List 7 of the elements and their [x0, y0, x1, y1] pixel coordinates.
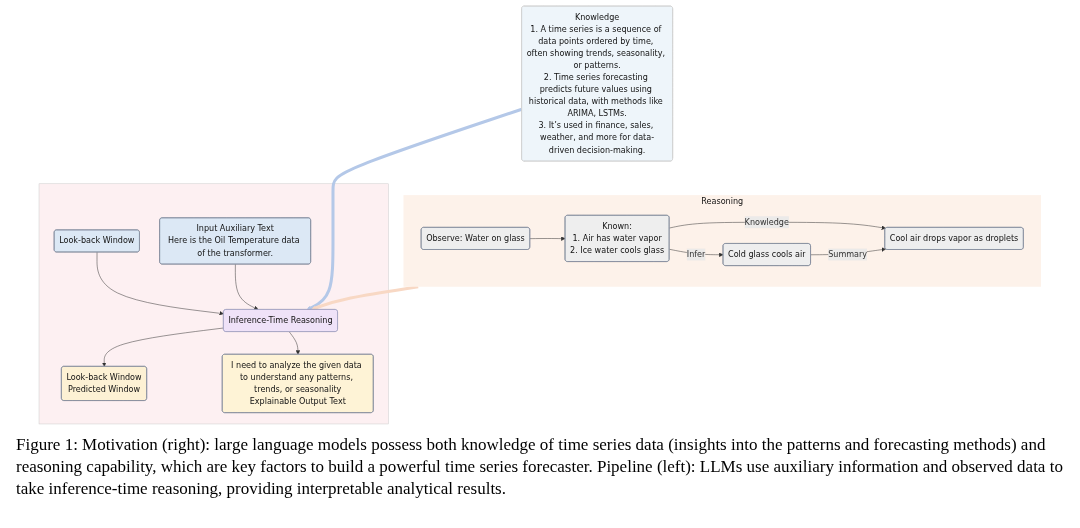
figure-caption: Figure 1: Motivation (right): large language models possess both knowledge of time series data (insights into the patterns and forecasting methods) and reasoning capability, which are key factors to build a powerful time series forecaster. Pipeline (left): LLMs use auxiliary information and observed data to take inference-time reasoning, providing interpretable analytical results.: [16, 434, 1064, 501]
arrow: [311, 285, 419, 311]
cluster: [38, 183, 389, 425]
edge-label: Summary: [828, 249, 868, 260]
edge-label: Knowledge: [744, 217, 789, 227]
edge-label: Infer: [686, 249, 706, 260]
arrow: [306, 107, 523, 311]
